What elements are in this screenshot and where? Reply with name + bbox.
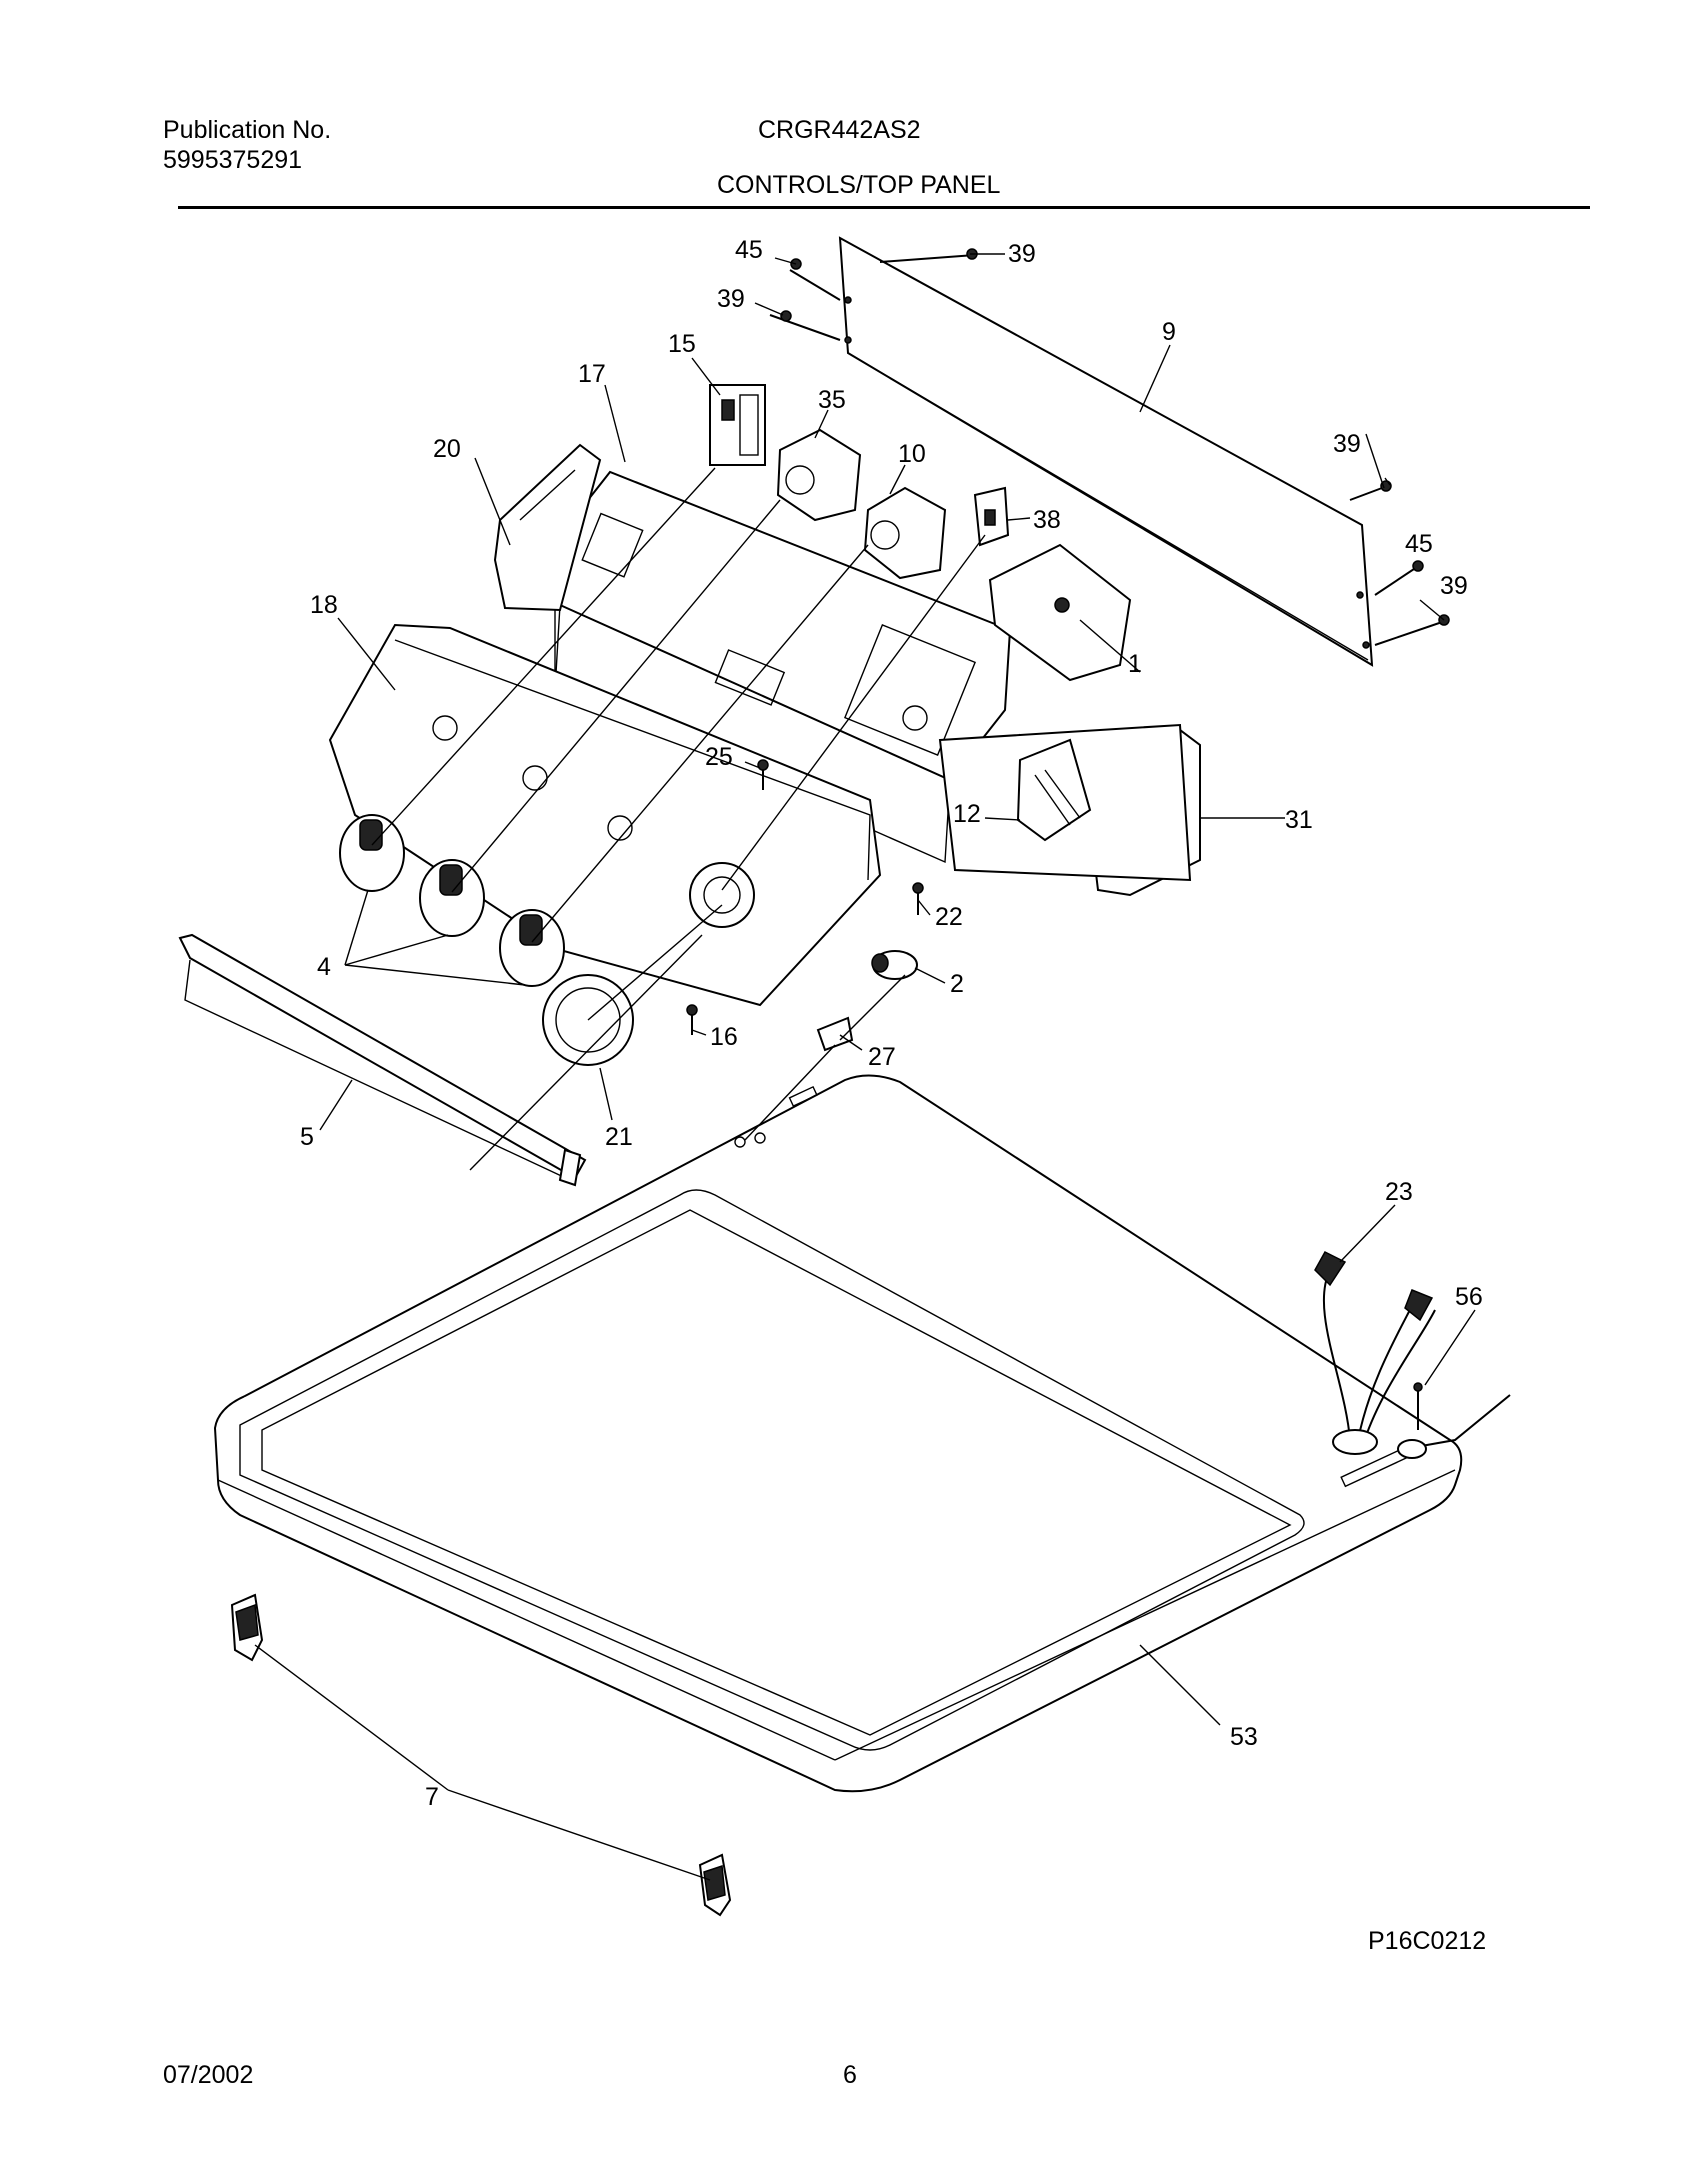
callout-23: 23: [1385, 1178, 1413, 1206]
callout-25: 25: [705, 743, 733, 771]
footer-date: 07/2002: [163, 2061, 254, 2089]
control-housing-part: [553, 470, 1012, 864]
part-38: [973, 486, 1010, 547]
callout-7: 7: [425, 1783, 439, 1811]
callout-21: 21: [605, 1123, 633, 1151]
rear-panel-part: [838, 236, 1374, 667]
switch-part-15: [709, 384, 766, 466]
callout-27: 27: [868, 1043, 896, 1071]
callout-39-right: 39: [1333, 430, 1361, 458]
callout-10: 10: [898, 440, 926, 468]
callout-16: 16: [710, 1023, 738, 1051]
callout-20: 20: [433, 435, 461, 463]
callout-39-lower-right: 39: [1440, 572, 1468, 600]
publication-label: Publication No.: [163, 116, 332, 144]
callout-35: 35: [818, 386, 846, 414]
screws: [769, 248, 1450, 646]
callout-39-top-right: 39: [1008, 240, 1036, 268]
page-number: 6: [843, 2061, 857, 2089]
hinge-part: [230, 1593, 732, 1917]
callout-5: 5: [300, 1123, 314, 1151]
callout-31: 31: [1285, 806, 1313, 834]
callout-56: 56: [1455, 1283, 1483, 1311]
callout-53: 53: [1230, 1723, 1258, 1751]
callout-15: 15: [668, 330, 696, 358]
callout-39-top-left: 39: [717, 285, 745, 313]
callout-22: 22: [935, 903, 963, 931]
timer-part-35: [776, 428, 862, 522]
callout-17: 17: [578, 360, 606, 388]
callout-18: 18: [310, 591, 338, 619]
callout-1: 1: [1128, 650, 1142, 678]
top-panel-part: [213, 1074, 1463, 1793]
console-panel-part: [328, 623, 882, 1007]
section-title: CONTROLS/TOP PANEL: [717, 171, 1001, 199]
callout-labels: 45 39 39 9 15 17 35 10 20 38 39 45 39 18…: [300, 236, 1483, 1811]
header-rule: [178, 206, 1590, 209]
callout-45-top: 45: [735, 236, 763, 264]
callout-9: 9: [1162, 318, 1176, 346]
model-number: CRGR442AS2: [758, 116, 921, 144]
callout-2: 2: [950, 970, 964, 998]
timer-part-10: [863, 486, 947, 580]
part-1: [988, 543, 1132, 682]
callout-4: 4: [317, 953, 331, 981]
trim-strip-part: [178, 933, 587, 1187]
diagram-code: P16C0212: [1368, 1927, 1487, 1955]
knob-part: [339, 814, 565, 987]
end-cap-left-part: [493, 443, 602, 612]
small-hardware: [686, 759, 924, 1052]
part-12: [1016, 738, 1092, 842]
callout-38: 38: [1033, 506, 1061, 534]
wire-harness-part: [1314, 1251, 1511, 1459]
publication-number: 5995375291: [163, 146, 303, 174]
leader-lines: [254, 253, 1476, 1881]
callout-12: 12: [953, 800, 981, 828]
callout-45-right: 45: [1405, 530, 1433, 558]
